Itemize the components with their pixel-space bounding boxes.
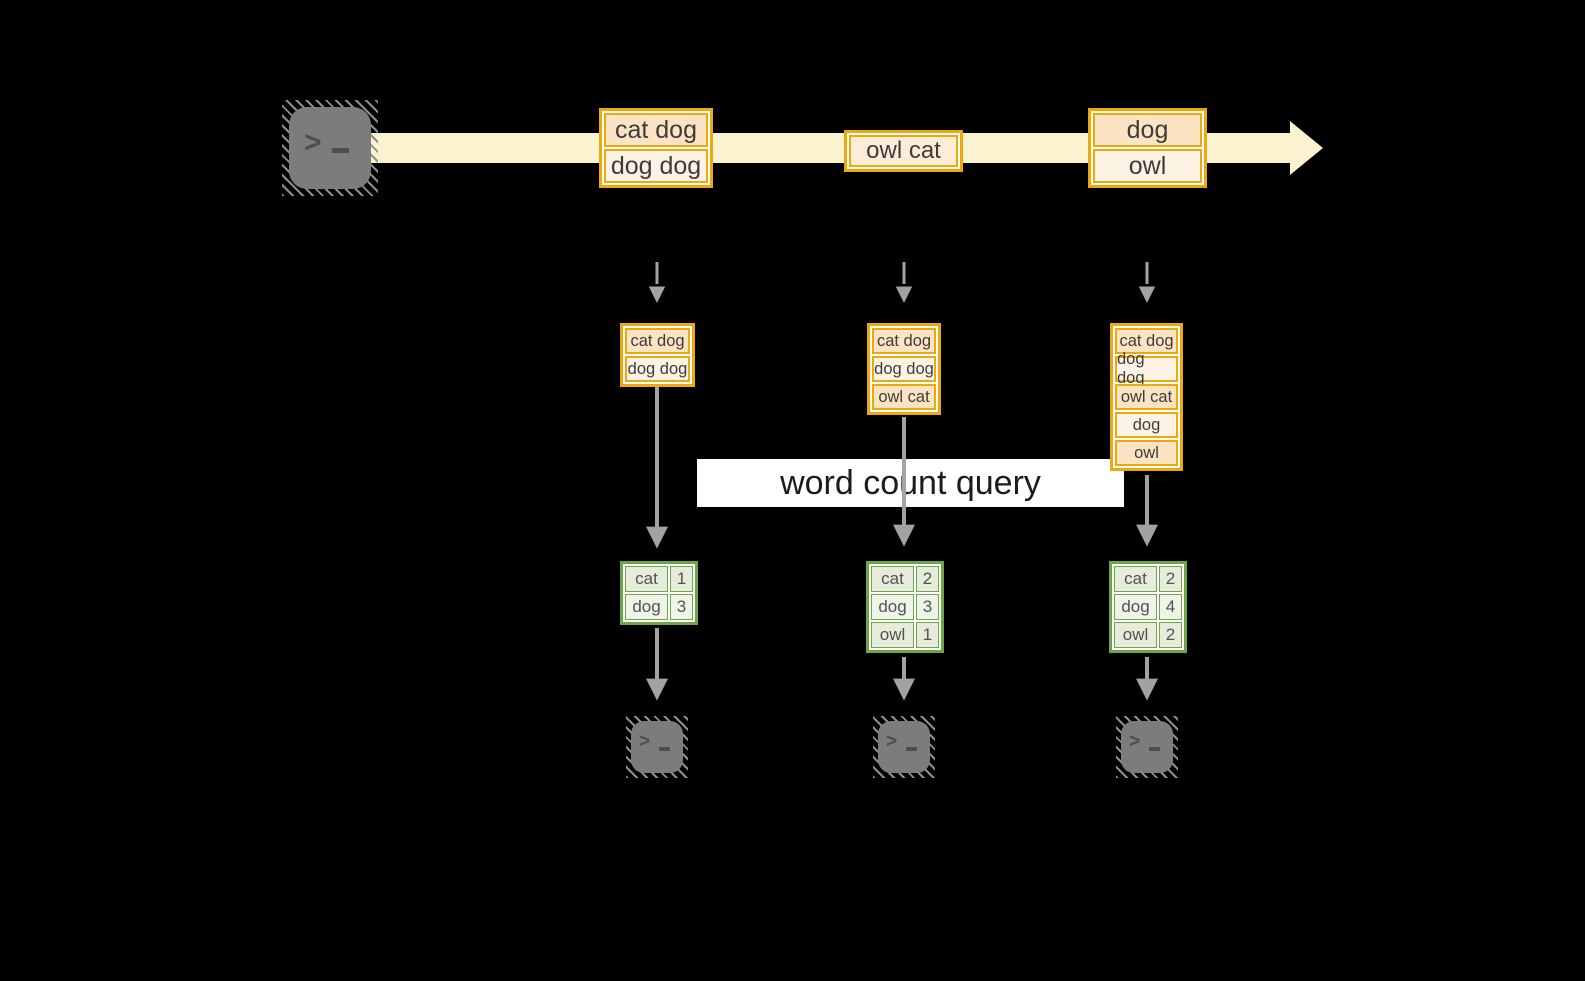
word-cell: cat (625, 566, 668, 592)
word-cell: dog (871, 594, 914, 620)
prompt-chevron: > (304, 126, 326, 159)
count-cell: 3 (916, 594, 939, 620)
terminal-body (878, 721, 930, 773)
prompt-cursor-icon (331, 147, 349, 153)
terminal-body (289, 107, 371, 189)
terminal-body (631, 721, 683, 773)
prompt-chevron: > (639, 731, 654, 752)
sink-terminal-icon-1: > (626, 716, 688, 778)
word-cell: dog (1114, 594, 1157, 620)
word-cell: owl (1114, 622, 1157, 648)
query-label: word count query (697, 459, 1124, 507)
record-cell: cat dog (872, 328, 936, 354)
record-cell: dog dog (872, 356, 936, 382)
prompt-cursor-icon (1149, 747, 1161, 751)
terminal-prompt-icon: > (1129, 731, 1161, 753)
word-cell: owl (871, 622, 914, 648)
record-cell: dog dog (625, 356, 690, 382)
input-state-3: cat dog dog dog owl cat dog owl (1110, 323, 1183, 471)
prompt-chevron: > (1129, 731, 1144, 752)
terminal-prompt-icon: > (886, 731, 918, 753)
record-cell: dog dog (604, 149, 708, 183)
count-cell: 2 (916, 566, 939, 592)
count-cell: 2 (1159, 566, 1182, 592)
count-cell: 1 (916, 622, 939, 648)
result-table-3: cat 2 dog 4 owl 2 (1109, 561, 1187, 653)
terminal-prompt-icon: > (304, 126, 349, 160)
count-cell: 2 (1159, 622, 1182, 648)
input-state-2: cat dog dog dog owl cat (867, 323, 941, 415)
word-cell: cat (1114, 566, 1157, 592)
prompt-chevron: > (886, 731, 901, 752)
record-cell: cat dog (1115, 328, 1178, 354)
source-terminal-icon: > (282, 100, 378, 196)
terminal-body (1121, 721, 1173, 773)
record-cell: dog dog (1115, 350, 1178, 387)
word-cell: dog (625, 594, 668, 620)
record-cell: owl (1093, 149, 1202, 183)
terminal-prompt-icon: > (639, 731, 671, 753)
stream-batch-1: cat dog dog dog (599, 108, 713, 188)
record-cell: cat dog (625, 328, 690, 354)
record-cell: cat dog (604, 113, 708, 147)
record-cell: owl cat (1115, 384, 1178, 410)
record-cell: owl cat (849, 135, 958, 167)
count-cell: 3 (670, 594, 693, 620)
record-cell: owl cat (872, 384, 936, 410)
prompt-cursor-icon (906, 747, 918, 751)
count-cell: 1 (670, 566, 693, 592)
sink-terminal-icon-3: > (1116, 716, 1178, 778)
stream-batch-2: owl cat (844, 130, 963, 172)
record-cell: owl (1115, 440, 1178, 466)
stream-arrowhead-icon (1290, 121, 1323, 175)
result-table-1: cat 1 dog 3 (620, 561, 698, 625)
word-cell: cat (871, 566, 914, 592)
input-state-1: cat dog dog dog (620, 323, 695, 387)
count-cell: 4 (1159, 594, 1182, 620)
prompt-cursor-icon (659, 747, 671, 751)
stream-batch-3: dog owl (1088, 108, 1207, 188)
record-cell: dog (1093, 113, 1202, 147)
sink-terminal-icon-2: > (873, 716, 935, 778)
result-table-2: cat 2 dog 3 owl 1 (866, 561, 944, 653)
record-cell: dog (1115, 412, 1178, 438)
